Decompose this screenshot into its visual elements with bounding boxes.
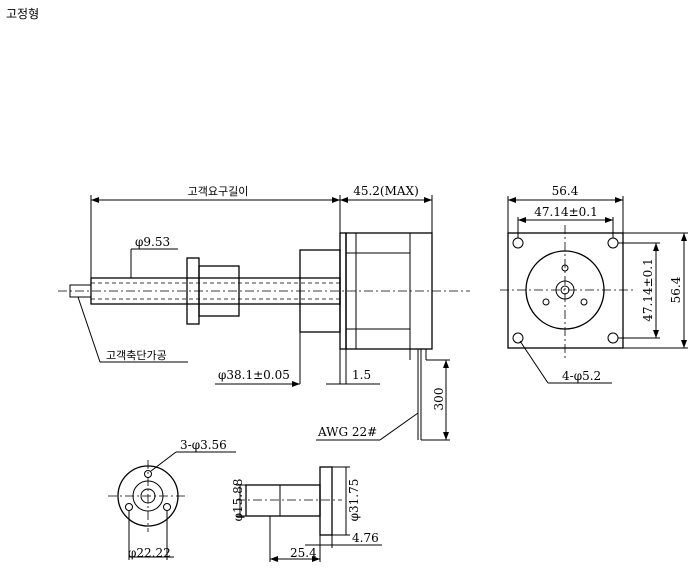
nut-front-view: 3-φ3.56 φ22.22 — [108, 438, 236, 560]
mount-hole — [607, 332, 619, 344]
nut-side-view: φ15.88 φ31.75 4.76 25.4 — [231, 466, 382, 562]
nut-flange-dia-label: φ31.75 — [347, 479, 361, 522]
nut-hole — [163, 503, 171, 511]
mount-hole — [607, 237, 619, 249]
boss-height-label: 1.5 — [352, 368, 371, 382]
lead-wires — [409, 349, 427, 440]
nut-side-flange — [319, 466, 333, 536]
nut-inner-dia-label: φ15.88 — [231, 479, 245, 522]
mount-holes-label: 4-φ5.2 — [562, 369, 601, 383]
shaft-end — [69, 284, 92, 298]
nut-pcd-label: φ22.22 — [128, 546, 171, 560]
max-length-label: 45.2(MAX) — [353, 184, 419, 198]
page-title: 고정형 — [6, 7, 40, 21]
hole-spacing-h-label: 47.14±0.1 — [534, 205, 598, 219]
front-view: 56.4 47.14±0.1 47.14±0.1 56.4 4-φ5.2 — [500, 184, 688, 384]
wire-gauge-label: AWG 22# — [317, 425, 377, 439]
lead-length-label: 300 — [432, 388, 446, 411]
mount-hole — [512, 237, 524, 249]
hole-spacing-v-label: 47.14±0.1 — [641, 258, 655, 322]
nut-length-label: 25.4 — [290, 546, 317, 560]
nut-hole — [125, 503, 133, 511]
flange-width-label: 56.4 — [552, 184, 579, 198]
nut-holes-label: 3-φ3.56 — [180, 438, 227, 452]
customer-machining-label: 고객축단가공 — [106, 349, 167, 362]
screw-nut — [186, 257, 240, 325]
motor-body — [339, 232, 433, 350]
side-view: 고객요구길이 45.2(MAX) φ9.53 고객축단가공 φ38.1±0.05… — [58, 184, 470, 441]
flange-height-label: 56.4 — [669, 276, 683, 303]
nut-flange-thk-label: 4.76 — [352, 531, 379, 545]
shaft-dia-label: φ9.53 — [135, 235, 170, 249]
customer-length-label: 고객요구길이 — [188, 185, 249, 198]
mount-hole — [512, 332, 524, 344]
boss-dia-label: φ38.1±0.05 — [218, 368, 290, 382]
nut-side-body — [245, 484, 321, 517]
motor-flange — [507, 232, 624, 349]
